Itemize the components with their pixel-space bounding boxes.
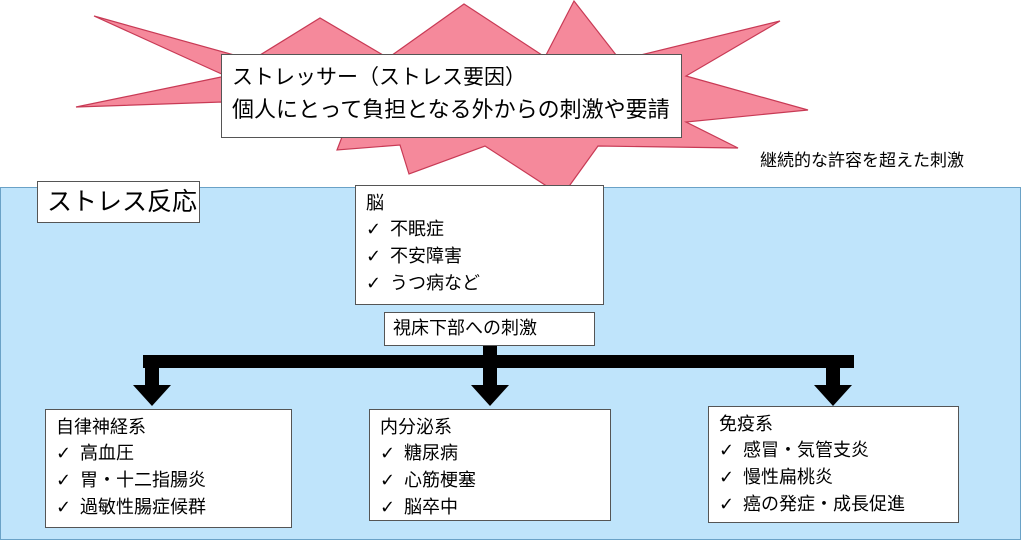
- check-icon: ✓: [380, 497, 396, 518]
- list-item: ✓胃・十二指腸炎: [56, 467, 283, 494]
- list-item: ✓脳卒中: [380, 494, 602, 521]
- check-icon: ✓: [380, 470, 396, 491]
- autonomic-nervous-system-box: 自律神経系 ✓高血圧 ✓胃・十二指腸炎 ✓過敏性腸症候群: [45, 409, 292, 528]
- stress-response-title: ストレス反応: [37, 181, 200, 223]
- check-icon: ✓: [719, 467, 735, 488]
- immune-system-box: 免疫系 ✓感冒・気管支炎 ✓慢性扁桃炎 ✓癌の発症・成長促進: [708, 406, 959, 523]
- system-title: 自律神経系: [56, 417, 146, 438]
- check-icon: ✓: [56, 443, 72, 464]
- stressor-box: ストレッサー（ストレス要因） 個人にとって負担となる外からの刺激や要請: [221, 54, 682, 138]
- list-item: ✓過敏性腸症候群: [56, 494, 283, 521]
- list-item: ✓高血圧: [56, 440, 283, 467]
- hypothalamus-box: 視床下部への刺激: [384, 312, 595, 346]
- list-item: ✓慢性扁桃炎: [719, 464, 950, 491]
- list-item: ✓うつ病など: [366, 270, 595, 297]
- list-item: ✓感冒・気管支炎: [719, 437, 950, 464]
- threshold-note: 継続的な許容を超えた刺激: [760, 151, 964, 171]
- check-icon: ✓: [719, 494, 735, 515]
- endocrine-system-box: 内分泌系 ✓糖尿病 ✓心筋梗塞 ✓脳卒中: [369, 409, 611, 521]
- system-title: 内分泌系: [380, 417, 452, 438]
- list-item: ✓糖尿病: [380, 440, 602, 467]
- check-icon: ✓: [366, 219, 382, 240]
- check-icon: ✓: [56, 497, 72, 518]
- check-icon: ✓: [56, 470, 72, 491]
- check-icon: ✓: [380, 443, 396, 464]
- brain-title: 脳: [366, 193, 384, 214]
- stressor-title: ストレッサー（ストレス要因）: [232, 65, 526, 89]
- brain-box: 脳 ✓不眠症 ✓不安障害 ✓うつ病など: [355, 185, 604, 305]
- list-item: ✓癌の発症・成長促進: [719, 491, 950, 518]
- check-icon: ✓: [719, 440, 735, 461]
- system-title: 免疫系: [719, 414, 773, 435]
- check-icon: ✓: [366, 246, 382, 267]
- check-icon: ✓: [366, 273, 382, 294]
- stressor-definition: 個人にとって負担となる外からの刺激や要請: [232, 98, 670, 123]
- list-item: ✓心筋梗塞: [380, 467, 602, 494]
- list-item: ✓不眠症: [366, 216, 595, 243]
- list-item: ✓不安障害: [366, 243, 595, 270]
